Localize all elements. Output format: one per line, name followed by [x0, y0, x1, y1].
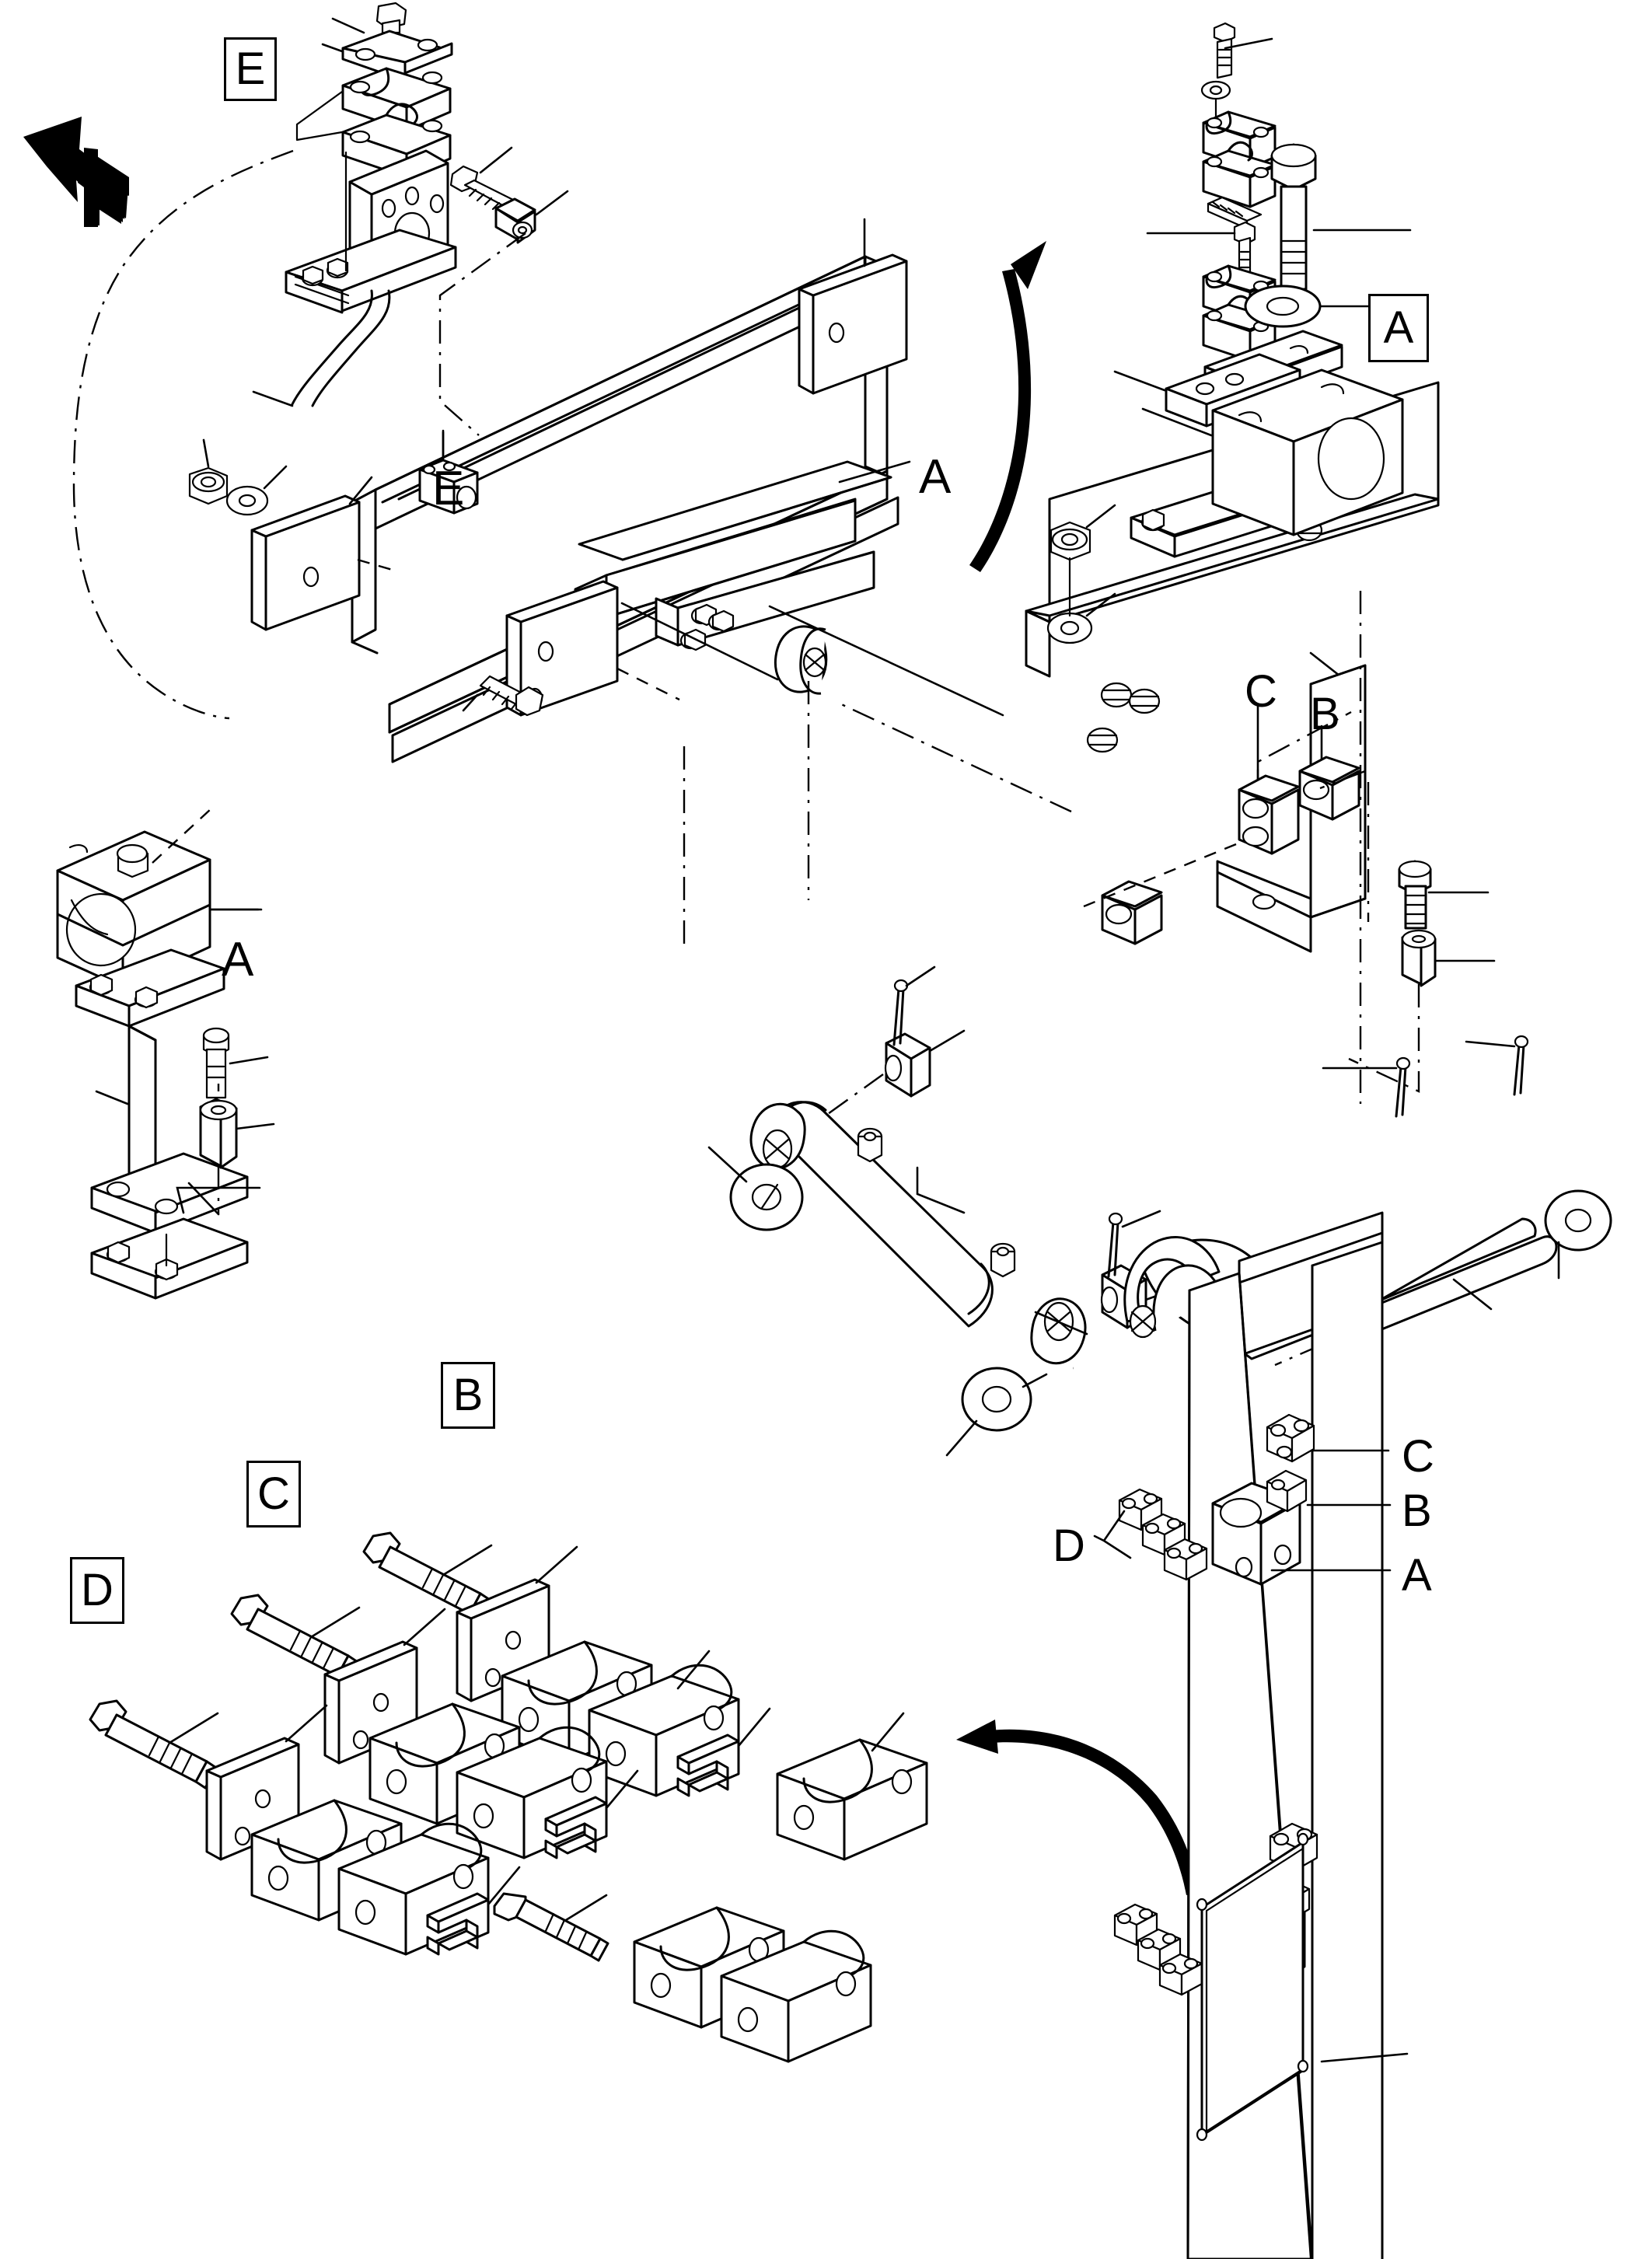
washer-left [225, 485, 269, 516]
section-box-E: E [224, 37, 277, 101]
pin-upper [884, 1032, 931, 1098]
grease-fitting-upper [857, 1127, 883, 1163]
washer-right-upper [1046, 612, 1093, 644]
section-box-A: A [1368, 294, 1429, 362]
group-A-upper-right [1113, 22, 1416, 536]
spacer-sleeve-right [1401, 929, 1437, 987]
access-cover-panel [1196, 1832, 1309, 2142]
backing-plate-C [323, 1640, 418, 1765]
cotter-pin-lower [1107, 1212, 1123, 1278]
washer-small-top [1200, 80, 1231, 100]
u-channel-spacer-B [676, 1734, 740, 1797]
vertical-mast-column [1113, 1211, 1409, 2259]
beam-corner-clamps [1083, 756, 1366, 945]
clamp-kit-F2 [776, 1712, 928, 1861]
lock-nut-left [188, 466, 229, 505]
curved-arrow-top [969, 269, 1032, 572]
clamp-half-A1-lower [1202, 141, 1277, 208]
callout-letter-B-upper: B [1310, 689, 1340, 739]
nut-cluster-D-lower [1113, 1903, 1203, 1996]
washer-cyl-upper [729, 1163, 804, 1231]
corner-clamp-left [1101, 880, 1163, 945]
hex-bolt-D [89, 1699, 218, 1789]
lower-mount-plate [90, 1217, 249, 1300]
nut-pair-C-upper [1266, 1413, 1315, 1463]
callout-letter-A-beam: A [919, 450, 952, 504]
group-hydraulic-cylinder [707, 965, 1182, 1457]
group-E-upper-left [252, 2, 569, 436]
mounting-base [285, 229, 457, 314]
group-pivot-rod [1274, 591, 1612, 1367]
left-plate [250, 494, 361, 631]
clamp-kit-E2 [493, 1892, 872, 2063]
spacer-sleeve-left [199, 1098, 238, 1169]
callout-letter-E-frame: E [432, 462, 465, 515]
corner-clamp-C [1238, 774, 1300, 855]
clamp-half-F2-upper [776, 1738, 928, 1861]
callout-letter-A-block: A [222, 933, 254, 986]
callout-letter-B-column: B [1402, 1486, 1432, 1536]
washer-cyl-lower [961, 1367, 1032, 1432]
clamp-block-large-A [1211, 368, 1404, 536]
section-box-D: D [70, 1557, 124, 1624]
clamp-half-D-lower [337, 1822, 490, 1956]
end-plate-right [798, 253, 908, 395]
grease-fitting-lower [990, 1242, 1016, 1278]
hex-bolt-right [1398, 860, 1432, 930]
callout-letter-D-column: D [1053, 1521, 1085, 1571]
clamp-half-E2-lower [720, 1929, 872, 2063]
socket-bolt-small [1213, 22, 1236, 79]
post-top-plate [75, 948, 225, 1028]
group-A-left-block [56, 808, 275, 1300]
hex-bolt-rail [479, 675, 544, 717]
hex-bolt-long-A [1270, 143, 1317, 291]
main-frame-assembly [188, 218, 1440, 953]
bolt-with-spacer [449, 165, 516, 211]
clamp-kit-B [362, 1531, 771, 1797]
socket-bolt-E2 [493, 1892, 609, 1962]
retainer-plate [341, 30, 453, 82]
socket-bolt-left-group [202, 1027, 230, 1099]
hose-route-dashed [72, 149, 294, 720]
washer-rod-right [1544, 1189, 1612, 1252]
nut-single-B-upper [1266, 1469, 1308, 1513]
roller-sheave [774, 625, 828, 695]
curved-arrow-bottom [989, 1729, 1199, 1895]
f-letter-icon [84, 148, 129, 227]
cotter-pin-upper [892, 979, 909, 1046]
callout-letter-C-upper: C [1245, 666, 1277, 717]
corner-clamp-B [1298, 756, 1360, 821]
section-box-C: C [246, 1461, 301, 1528]
spacer-sleeve [494, 197, 536, 244]
clamp-kit-C [230, 1594, 639, 1859]
lock-nut-right [1050, 521, 1091, 561]
plain-washer-A [1244, 285, 1322, 328]
u-channel-spacer-C [544, 1796, 608, 1859]
u-channel-spacer-D [426, 1892, 490, 1956]
section-box-B: B [441, 1362, 495, 1429]
clamp-E-on-rail [418, 459, 479, 515]
clamp-kit-D [89, 1699, 521, 1956]
spring-clip [1207, 196, 1263, 230]
callout-letter-A-column: A [1402, 1550, 1432, 1601]
cotter-pin-rod-right [1513, 1035, 1529, 1096]
callout-letter-C-column: C [1402, 1431, 1434, 1482]
post-base-plate [90, 1152, 249, 1234]
nut-cluster-D-upper [1118, 1488, 1208, 1581]
cotter-pin-rod-left [1395, 1056, 1411, 1118]
